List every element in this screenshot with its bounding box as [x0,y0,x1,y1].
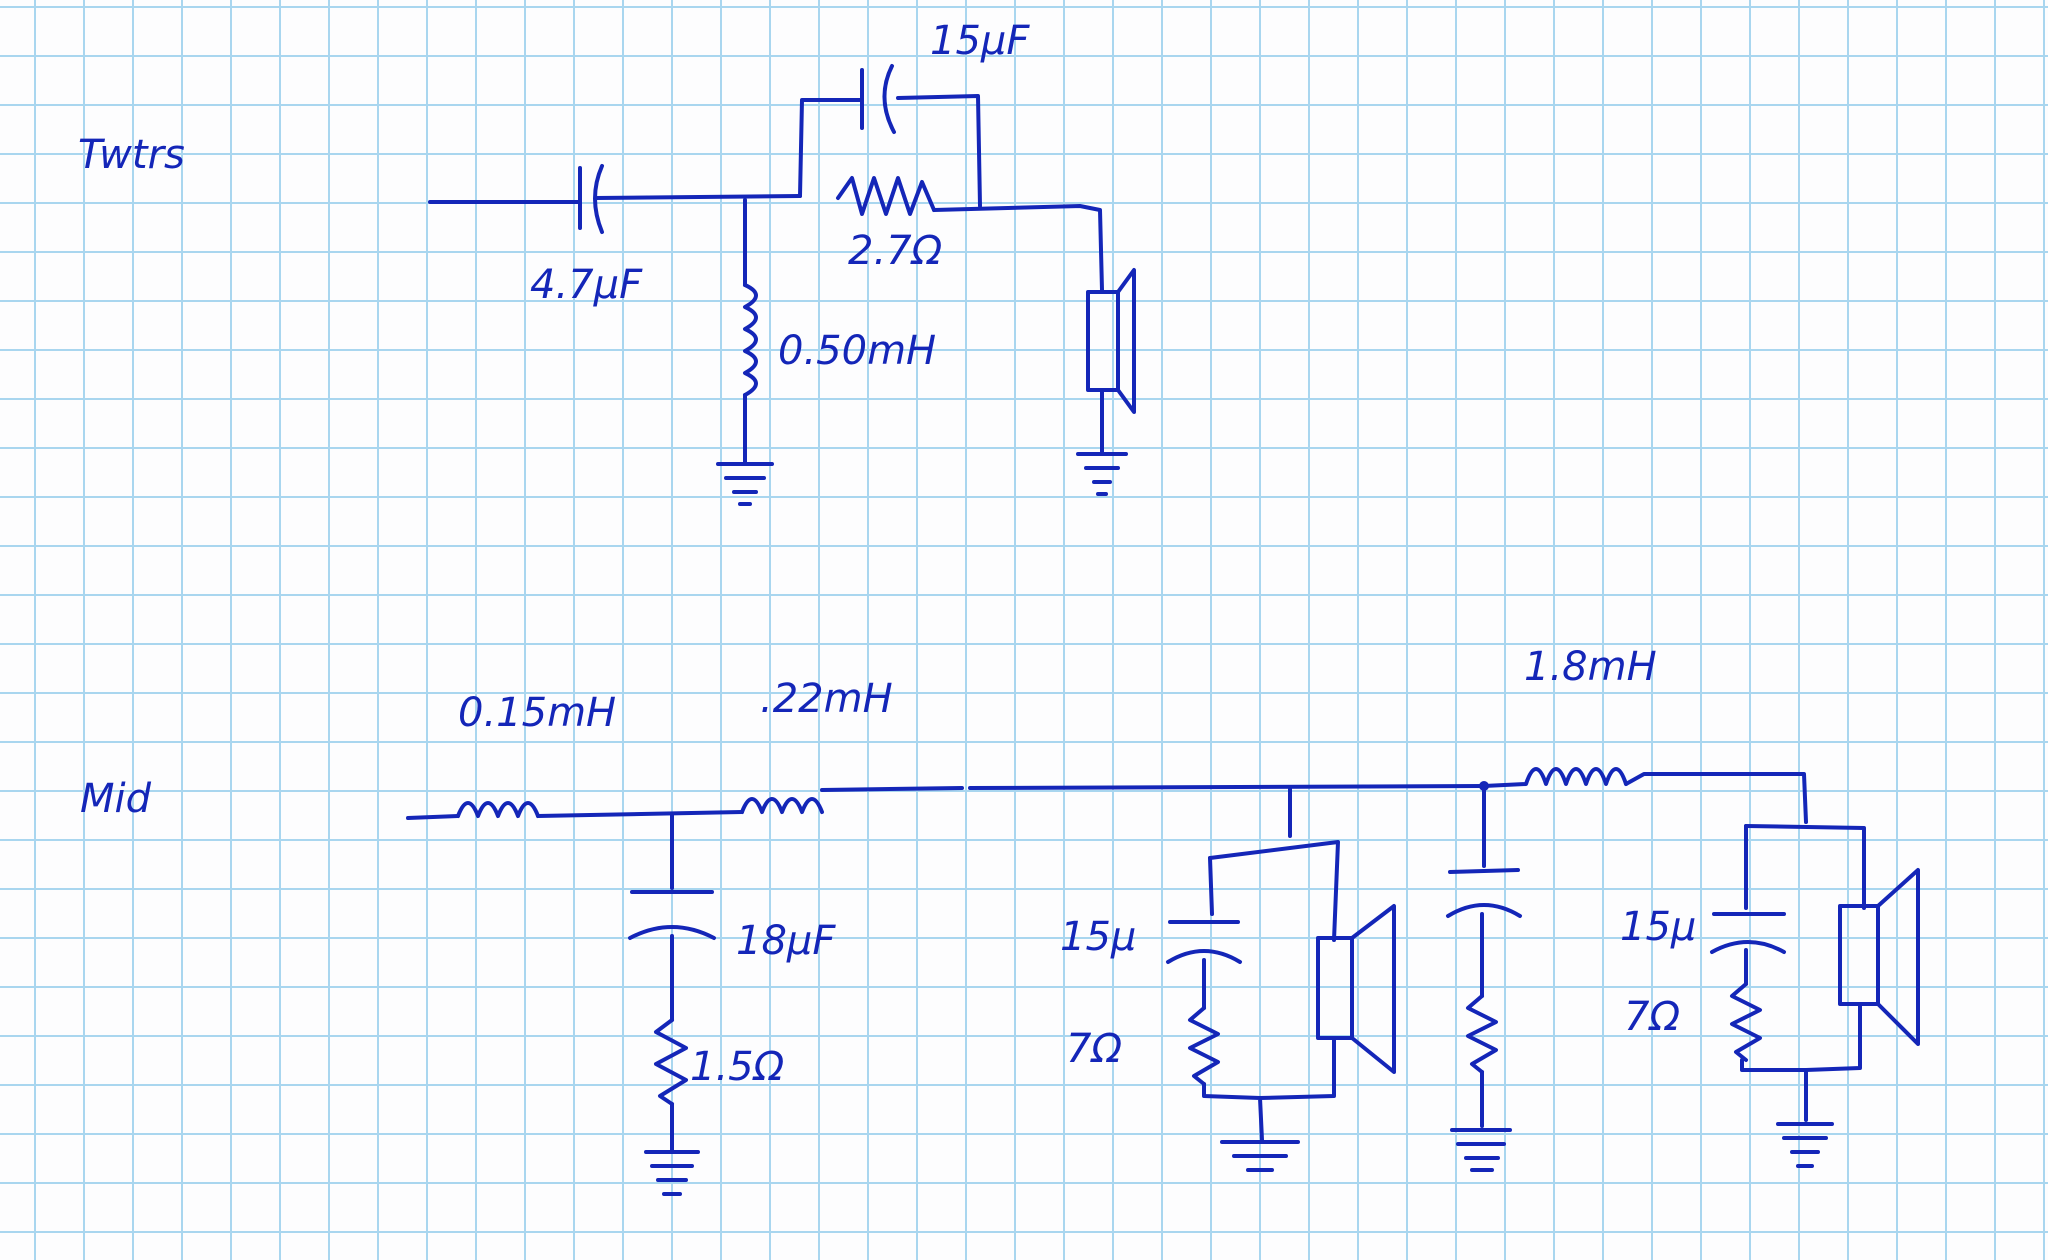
tweeter-driver-icon [1086,268,1136,414]
mid-series-inductor-1 [456,801,540,818]
tweeter-bypass-cap-label: 15µF [930,18,1030,64]
mid-zobel-1-resistor-label: 7Ω [1066,1026,1122,1072]
tweeter-bypass-capacitor [860,64,896,134]
mid-shunt-cap-label: 18µF [736,918,836,964]
tweeter-shunt-ground [716,462,774,506]
mid-driver-1-ground [1220,1140,1300,1172]
mid-section-title: Mid [80,776,152,822]
tweeter-resistor-label: 2.7Ω [848,228,943,274]
mid-driver-2-ground [1776,1122,1834,1168]
mid-driver-1-feed [1208,786,1340,942]
mid-main-bus [820,784,1486,792]
mid-inductor-1-label: 0.15mH [458,690,616,736]
mid-shunt-resistor-1-5 [654,1018,688,1106]
mid-driver-2-icon [1838,868,1920,1046]
mid-shunt-2-ground [1450,1128,1512,1172]
mid-shunt-2-capacitor [1446,868,1522,918]
mid-driver-2-feed [1744,824,1866,910]
tweeter-section-title: Twtrs [78,132,185,178]
mid-zobel-1-resistor [1188,1006,1220,1086]
mid-shunt-1-ground [644,1150,700,1196]
mid-zobel-1-capacitor [1166,920,1242,964]
tweeter-bypass-wires [798,94,982,208]
tweeter-series-resistor [836,176,936,216]
mid-shunt-2-resistor [1466,994,1498,1074]
tweeter-shunt-inductor [743,283,758,397]
mid-zobel-2-resistor-label: 7Ω [1624,994,1680,1040]
mid-zobel-2-capacitor [1710,912,1786,954]
tweeter-inductor-label: 0.50mH [778,328,936,374]
mid-zobel-1-cap-label: 15µ [1060,914,1136,960]
mid-shunt-resistor-label: 1.5Ω [690,1044,785,1090]
tweeter-wire-a [594,194,802,200]
mid-shunt-capacitor-18uf [628,890,716,940]
mid-inductor-2-label: .22mH [760,676,893,722]
mid-driver-1-icon [1316,904,1396,1074]
mid-series-inductor-2 [740,797,824,814]
mid-series-inductor-3 [1482,767,1628,788]
tweeter-series-cap-label: 4.7µF [530,262,643,308]
tweeter-driver-ground [1076,452,1128,496]
mid-zobel-2-resistor [1730,982,1762,1062]
mid-zobel-2-cap-label: 15µ [1620,904,1696,950]
mid-inductor-3-label: 1.8mH [1524,644,1657,690]
mid-input-wire [406,814,460,820]
